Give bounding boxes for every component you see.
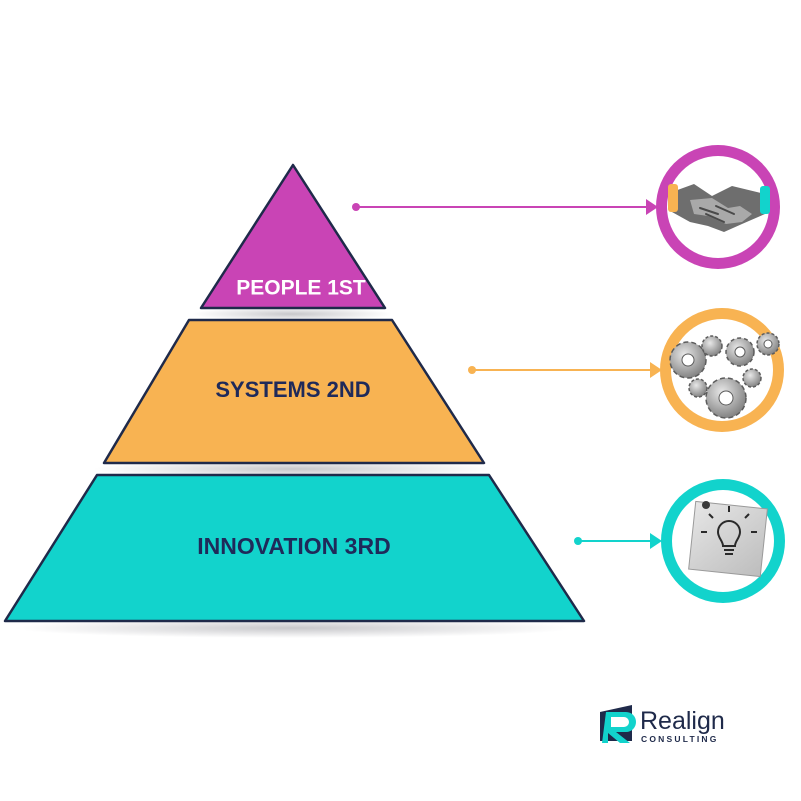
tier-shadow	[192, 307, 392, 321]
pyramid-tier-people	[199, 163, 387, 310]
tier-label-innovation: INNOVATION 3RD	[197, 533, 390, 559]
handshake-icon	[656, 145, 780, 269]
brand-subtitle: CONSULTING	[641, 734, 719, 744]
tier-label-people: PEOPLE 1ST	[236, 277, 366, 300]
connector-people	[352, 199, 658, 215]
connector-innovation	[574, 533, 662, 549]
lightbulb-note-icon	[661, 479, 785, 603]
pyramid-tier-innovation	[3, 473, 586, 623]
tier-shadow	[14, 618, 574, 638]
gears-icon	[660, 308, 784, 432]
pyramid-tier-systems	[102, 318, 486, 465]
tier-shadow	[93, 460, 493, 478]
connector-systems	[468, 362, 662, 378]
brand-name: Realign	[640, 707, 725, 735]
tier-label-systems: SYSTEMS 2ND	[215, 377, 370, 402]
realign-logo	[600, 705, 636, 743]
